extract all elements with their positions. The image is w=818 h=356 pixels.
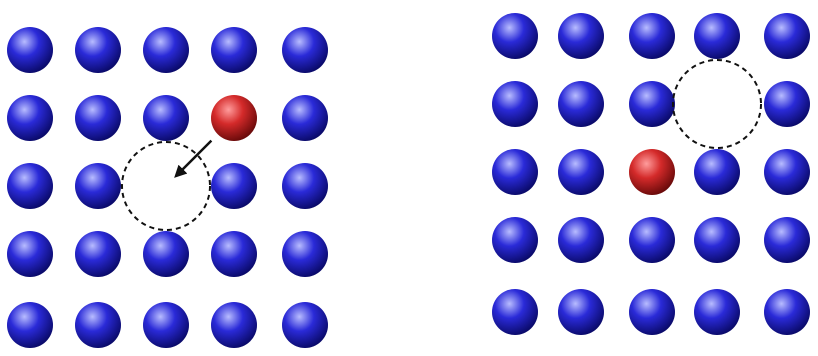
host-atom	[629, 289, 675, 335]
host-atom	[143, 95, 189, 141]
host-atom	[211, 27, 257, 73]
host-atom	[492, 149, 538, 195]
host-atom	[694, 149, 740, 195]
host-atom	[492, 13, 538, 59]
host-atom	[7, 27, 53, 73]
host-atom	[75, 302, 121, 348]
host-atom	[764, 13, 810, 59]
host-atom	[7, 163, 53, 209]
host-atom	[764, 217, 810, 263]
host-atom	[211, 163, 257, 209]
host-atom	[764, 289, 810, 335]
host-atom	[558, 289, 604, 335]
host-atom	[282, 231, 328, 277]
host-atom	[694, 13, 740, 59]
host-atom	[629, 217, 675, 263]
host-atom	[629, 81, 675, 127]
host-atom	[7, 95, 53, 141]
host-atom	[492, 289, 538, 335]
host-atom	[558, 149, 604, 195]
panel-after-jump	[492, 13, 810, 335]
jump-arrow	[176, 141, 211, 176]
panel-before-jump	[7, 27, 328, 348]
host-atom	[492, 81, 538, 127]
host-atom	[282, 95, 328, 141]
host-atom	[492, 217, 538, 263]
host-atom	[282, 302, 328, 348]
solute-atom	[211, 95, 257, 141]
solute-atom	[629, 149, 675, 195]
host-atom	[764, 149, 810, 195]
vacancy-site	[673, 60, 761, 148]
host-atom	[75, 163, 121, 209]
host-atom	[694, 289, 740, 335]
host-atom	[75, 95, 121, 141]
host-atom	[7, 231, 53, 277]
host-atom	[629, 13, 675, 59]
host-atom	[211, 231, 257, 277]
host-atom	[7, 302, 53, 348]
host-atom	[143, 27, 189, 73]
host-atom	[558, 81, 604, 127]
host-atom	[143, 302, 189, 348]
host-atom	[282, 163, 328, 209]
host-atom	[764, 81, 810, 127]
host-atom	[75, 231, 121, 277]
host-atom	[282, 27, 328, 73]
host-atom	[558, 13, 604, 59]
host-atom	[75, 27, 121, 73]
host-atom	[143, 231, 189, 277]
host-atom	[558, 217, 604, 263]
host-atom	[211, 302, 257, 348]
host-atom	[694, 217, 740, 263]
